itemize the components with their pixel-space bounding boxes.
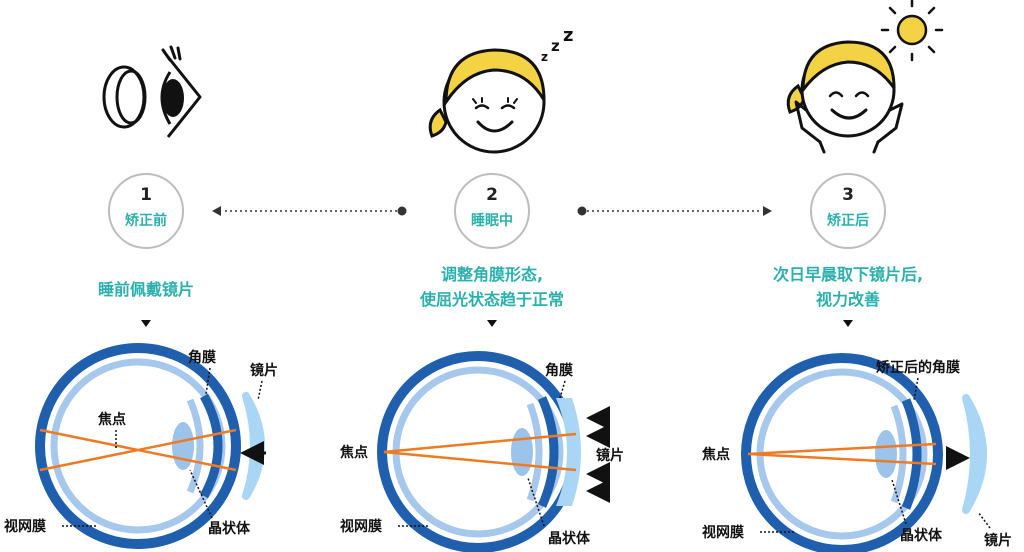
step-3-down-arrow	[843, 320, 853, 327]
contact-lens-1	[242, 392, 265, 500]
step-3-label: 矫正后	[827, 212, 869, 229]
crystalline-lens-label-2: 晶状体	[548, 530, 591, 547]
focus-label-3: 焦点	[701, 446, 730, 463]
step-1-caption-line-1: 睡前佩戴镜片	[98, 280, 194, 299]
eye-diagram-2: 角膜 镜片 焦点 视网膜 晶状体	[339, 351, 624, 552]
connector-step2-to-step3	[577, 206, 772, 216]
step-3-badge: 3 矫正后	[810, 173, 886, 249]
step-1-down-arrow	[141, 320, 151, 327]
sleeping-girl-icon: z z z	[428, 25, 573, 154]
step-2-badge: 2 睡眠中	[454, 173, 530, 249]
contact-lens-and-eye-icon	[102, 45, 202, 138]
zzz-icon: z z z	[541, 25, 573, 64]
step-3-caption-line-2: 视力改善	[816, 290, 880, 309]
zzz-letter-3: z	[563, 25, 573, 46]
contact-lens-2	[556, 398, 581, 506]
eye-icon	[160, 45, 202, 138]
step-2-down-arrow	[487, 320, 497, 327]
focus-label-1: 焦点	[97, 411, 126, 428]
crystalline-lens-label-3: 晶状体	[900, 527, 943, 544]
focus-label-2: 焦点	[339, 444, 368, 461]
cornea-label-2: 角膜	[545, 362, 573, 379]
lens-sheet-label-1: 镜片	[250, 362, 278, 379]
removed-lens-3	[962, 394, 987, 514]
step-2-number: 2	[486, 185, 498, 205]
lens-sheet-label-2: 镜片	[596, 447, 624, 464]
connector-step2-to-step1	[212, 206, 407, 216]
crystalline-lens-2	[511, 428, 533, 476]
step-1-label: 矫正前	[125, 212, 167, 229]
step-2-caption-line-2: 使屈光状态趋于正常	[419, 290, 564, 309]
cornea-label-3: 矫正后的角膜	[876, 359, 960, 376]
cornea-label-1: 角膜	[188, 349, 216, 366]
retina-label-1: 视网膜	[4, 518, 46, 535]
step-1-number: 1	[140, 185, 152, 205]
zzz-letter-1: z	[541, 50, 548, 64]
sun-icon	[880, 0, 944, 62]
crystalline-lens-label-1: 晶状体	[208, 520, 251, 537]
step-1-badge: 1 矫正前	[108, 173, 184, 249]
eye-diagram-3: 矫正后的角膜 焦点 视网膜 晶状体 镜片	[701, 353, 1012, 552]
step-3-number: 3	[842, 185, 854, 205]
eye-diagram-1: 角膜 镜片 焦点 视网膜 晶状体	[4, 343, 278, 549]
smiling-girl-with-sun-icon	[786, 0, 944, 154]
step-2-caption-line-1: 调整角膜形态,	[441, 265, 543, 284]
step-2-label: 睡眠中	[471, 212, 513, 229]
lens-sheet-label-3: 镜片	[984, 532, 1012, 549]
zzz-letter-2: z	[551, 37, 560, 55]
crystalline-lens-1	[172, 422, 194, 470]
step-3-caption-line-1: 次日早晨取下镜片后,	[773, 265, 923, 284]
contact-lens-icon	[102, 65, 147, 129]
retina-label-3: 视网膜	[702, 524, 744, 541]
crystalline-lens-3	[875, 430, 897, 478]
retina-label-2: 视网膜	[340, 518, 382, 535]
